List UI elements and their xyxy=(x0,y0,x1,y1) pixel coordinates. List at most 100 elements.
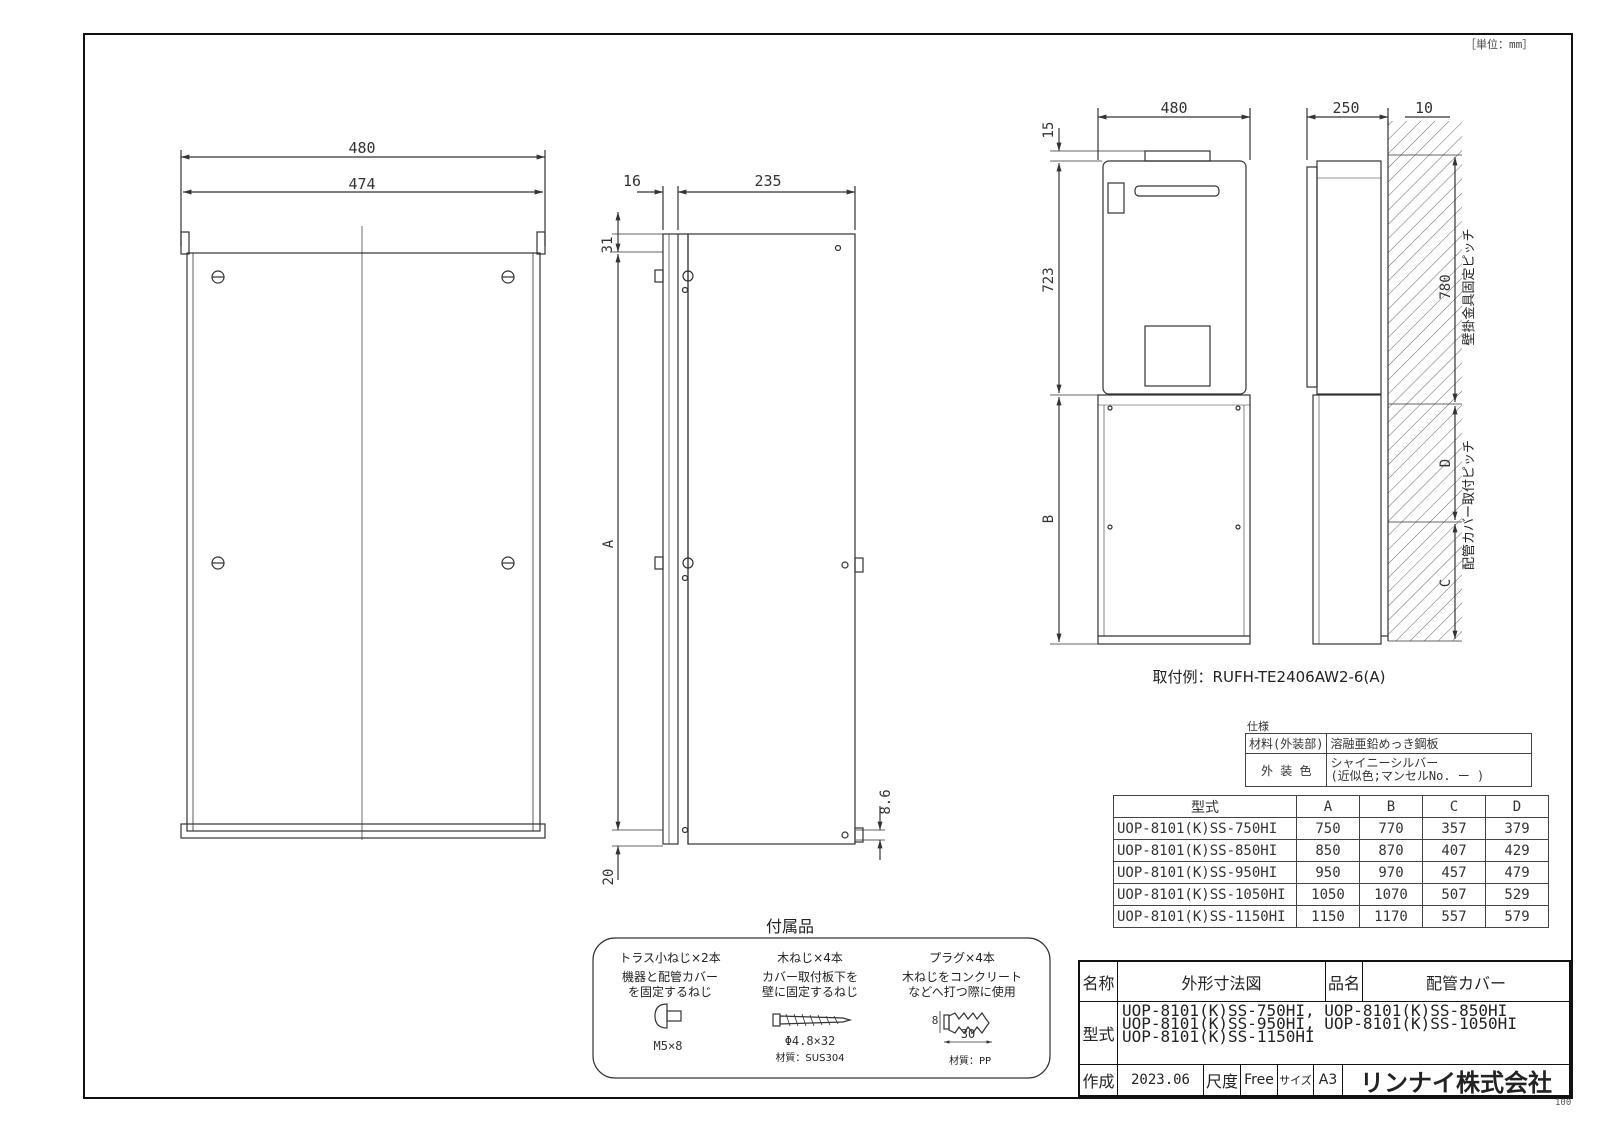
header-b: B xyxy=(1359,795,1423,818)
spec-value: 溶融亜鉛めっき鋼板 xyxy=(1326,733,1533,754)
cell-model: UOP-8101(K)SS-750HI xyxy=(1113,817,1297,840)
cell-d: 379 xyxy=(1485,817,1549,840)
spec-value: シャイニーシルバー (近似色;マンセルNo. ー ) xyxy=(1326,753,1533,787)
cell-model: UOP-8101(K)SS-850HI xyxy=(1113,839,1297,862)
front-width-inner: 474 xyxy=(348,175,375,193)
cell-c: 407 xyxy=(1422,839,1486,862)
model-line: UOP-8101(K)SS-1150HI xyxy=(1122,1027,1315,1046)
header-d: D xyxy=(1485,795,1549,818)
acc-desc2-1: を固定するねじ xyxy=(628,984,712,999)
plug-icon xyxy=(939,1011,992,1044)
install-label-780: 壁掛金具固定ピッチ xyxy=(1461,228,1477,345)
accessories-heading: 付属品 xyxy=(766,917,814,936)
cell-c: 507 xyxy=(1422,883,1486,906)
acc-desc1-1: 機器と配管カバー xyxy=(622,969,718,984)
install-dim-c: C xyxy=(1438,579,1454,587)
size-label: サイズ xyxy=(1278,1065,1314,1095)
install-dim-723: 723 xyxy=(1041,267,1057,292)
title-block: 名称 外形寸法図 品名 配管カバー 型式 UOP-8101(K)SS-750HI… xyxy=(1078,960,1571,1097)
unit-label: ［単位：mm］ xyxy=(1465,38,1534,51)
install-side-depth: 250 xyxy=(1332,99,1359,117)
acc-size2-3: 8 xyxy=(932,1014,939,1027)
sheet-number: 100 xyxy=(1555,1098,1572,1108)
spec-row: 外 装 色 シャイニーシルバー (近似色;マンセルNo. ー ) xyxy=(1244,753,1533,787)
spec-heading: 仕様 xyxy=(1247,720,1269,733)
truss-screw-icon xyxy=(654,1003,682,1029)
name-value: 外形寸法図 xyxy=(1118,962,1326,1002)
spec-table: 材料(外装部) 溶融亜鉛めっき鋼板 外 装 色 シャイニーシルバー (近似色;マ… xyxy=(1244,733,1533,787)
cell-a: 1050 xyxy=(1296,883,1360,906)
side-dim-31: 31 xyxy=(600,237,616,254)
model-line: UOP-8101(K)SS-950HI, UOP-8101(K)SS-1050H… xyxy=(1122,1014,1517,1033)
scale-label: 尺度 xyxy=(1204,1065,1241,1095)
install-dim-15: 15 xyxy=(1041,122,1057,139)
header-c: C xyxy=(1422,795,1486,818)
spec-row: 材料(外装部) 溶融亜鉛めっき鋼板 xyxy=(1244,733,1533,754)
acc-title-3: プラグ×4本 xyxy=(929,951,995,965)
wood-screw-icon xyxy=(772,1013,853,1027)
acc-size-1: M5×8 xyxy=(654,1039,683,1053)
acc-title-1: トラス小ねじ×2本 xyxy=(619,951,720,965)
install-dim-d: D xyxy=(1438,459,1454,467)
acc-desc1-2: カバー取付板下を xyxy=(762,970,858,984)
header-a: A xyxy=(1296,795,1360,818)
spec-label: 材料(外装部) xyxy=(1244,733,1328,754)
spec-label: 外 装 色 xyxy=(1244,753,1328,787)
acc-desc1-3: 木ねじをコンクリート xyxy=(902,970,1022,984)
install-front-view xyxy=(1050,108,1251,645)
cell-b: 770 xyxy=(1359,817,1423,840)
company-name: リンナイ株式会社 xyxy=(1360,1068,1552,1097)
cell-b: 870 xyxy=(1359,839,1423,862)
acc-size-3: 30 xyxy=(961,1027,975,1041)
name-label: 名称 xyxy=(1080,962,1118,1002)
model-line: UOP-8101(K)SS-750HI, UOP-8101(K)SS-850HI xyxy=(1122,1001,1508,1020)
acc-desc2-2: 壁に固定するねじ xyxy=(762,984,858,999)
size-value: A3 xyxy=(1314,1065,1343,1095)
acc-material-2: 材質：SUS304 xyxy=(775,1051,844,1064)
install-dim-780: 780 xyxy=(1438,274,1454,299)
cell-b: 970 xyxy=(1359,861,1423,884)
model-label: 型式 xyxy=(1080,1002,1118,1065)
cell-a: 850 xyxy=(1296,839,1360,862)
install-dim-b: B xyxy=(1041,515,1057,523)
cell-model: UOP-8101(K)SS-1150HI xyxy=(1113,905,1297,928)
cell-a: 750 xyxy=(1296,817,1360,840)
install-front-width: 480 xyxy=(1160,99,1187,117)
header-model: 型式 xyxy=(1113,795,1297,818)
install-side-view xyxy=(1306,108,1462,645)
install-label-d: 配管カバー取付ピッチ xyxy=(1462,440,1477,570)
cell-a: 950 xyxy=(1296,861,1360,884)
install-caption: 取付例：RUFH-TE2406AW2-6(A) xyxy=(1153,668,1386,686)
acc-desc2-3: などへ打つ際に使用 xyxy=(908,984,1015,999)
cell-c: 557 xyxy=(1422,905,1486,928)
acc-title-2: 木ねじ×4本 xyxy=(777,951,843,965)
cell-model: UOP-8101(K)SS-1050HI xyxy=(1113,883,1297,906)
table-row: UOP-8101(K)SS-750HI 750 770 357 379 xyxy=(1113,817,1549,840)
spec-color-value: シャイニーシルバー xyxy=(1330,756,1439,770)
model-list: UOP-8101(K)SS-750HI, UOP-8101(K)SS-850HI… xyxy=(1118,1002,1569,1065)
side-dim-8-6: 8.6 xyxy=(878,789,894,814)
cell-d: 579 xyxy=(1485,905,1549,928)
scale-value: Free xyxy=(1241,1065,1278,1095)
cell-b: 1170 xyxy=(1359,905,1423,928)
side-dim-235: 235 xyxy=(754,172,781,190)
table-row: UOP-8101(K)SS-1050HI 1050 1070 507 529 xyxy=(1113,883,1549,906)
cell-d: 529 xyxy=(1485,883,1549,906)
product-label: 品名 xyxy=(1326,962,1363,1002)
side-view xyxy=(612,186,885,880)
cell-b: 1070 xyxy=(1359,883,1423,906)
cell-a: 1150 xyxy=(1296,905,1360,928)
side-dim-16: 16 xyxy=(623,172,641,190)
table-row: UOP-8101(K)SS-1150HI 1150 1170 557 579 xyxy=(1113,905,1549,928)
accessories-box xyxy=(592,937,1051,1079)
acc-size-2: Φ4.8×32 xyxy=(785,1034,836,1048)
spec-color-munsell: (近似色;マンセルNo. ー ) xyxy=(1330,769,1485,783)
cell-c: 357 xyxy=(1422,817,1486,840)
table-row: UOP-8101(K)SS-950HI 950 970 457 479 xyxy=(1113,861,1549,884)
table-header-row: 型式 A B C D xyxy=(1113,795,1549,818)
sheet-border xyxy=(83,33,1573,1099)
cell-d: 429 xyxy=(1485,839,1549,862)
front-view xyxy=(180,150,546,840)
side-dim-20: 20 xyxy=(601,869,617,886)
cell-model: UOP-8101(K)SS-950HI xyxy=(1113,861,1297,884)
